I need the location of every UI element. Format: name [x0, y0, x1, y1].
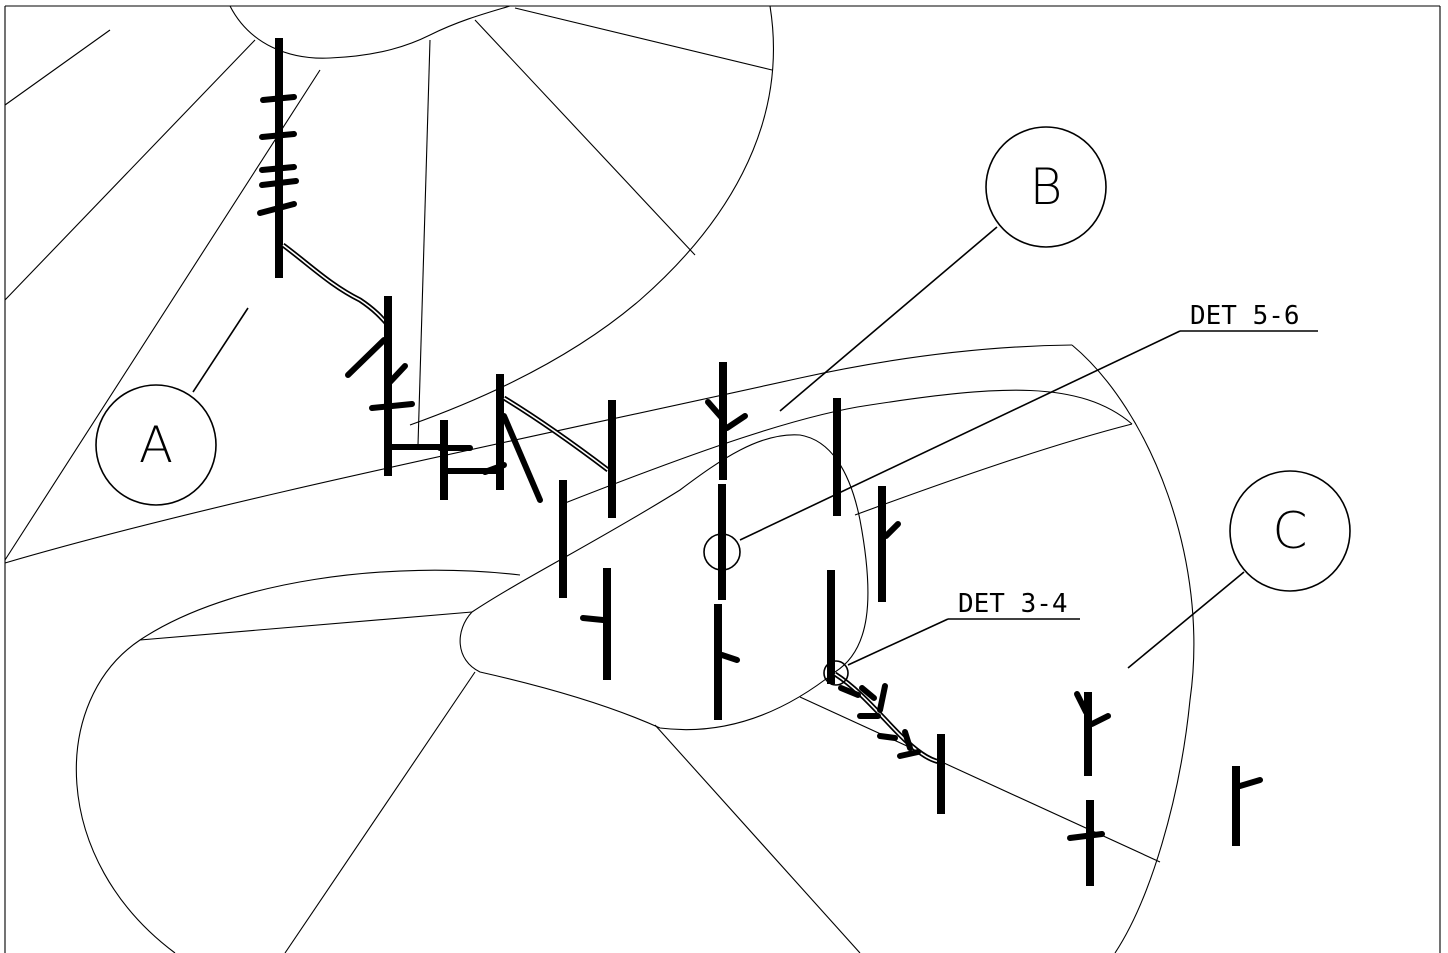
- post-8: [878, 486, 886, 602]
- detail-callout-upper: DET 5-6: [1190, 301, 1300, 331]
- post-16: [1086, 800, 1094, 886]
- post-17: [1232, 766, 1240, 846]
- post-ladder: [275, 38, 283, 278]
- post-6: [719, 362, 727, 480]
- sheet-border: [4, 5, 1441, 953]
- post-13: [827, 570, 835, 684]
- bubble-c: C: [1229, 470, 1351, 592]
- play-equipment: [257, 38, 1263, 886]
- post-14: [937, 734, 945, 814]
- bubble-a-label: A: [139, 416, 173, 474]
- leader-lines: [192, 226, 1318, 669]
- detail-callout-lower: DET 3-4: [958, 589, 1068, 619]
- bubble-b: B: [985, 126, 1107, 248]
- bubble-c-label: C: [1273, 502, 1308, 560]
- post-2: [384, 296, 392, 476]
- post-4: [496, 374, 504, 490]
- post-5: [608, 400, 616, 518]
- detail-marker-upper: [703, 533, 741, 571]
- bubble-a: A: [95, 384, 217, 506]
- bubble-b-label: B: [1030, 158, 1063, 216]
- post-12: [714, 604, 722, 720]
- post-3: [440, 420, 448, 500]
- post-7: [833, 398, 841, 516]
- post-9: [559, 480, 567, 598]
- site-linework: [4, 5, 1195, 953]
- post-10: [603, 568, 611, 680]
- post-11: [718, 484, 726, 600]
- post-15: [1084, 692, 1092, 776]
- detail-marker-lower: [823, 660, 849, 686]
